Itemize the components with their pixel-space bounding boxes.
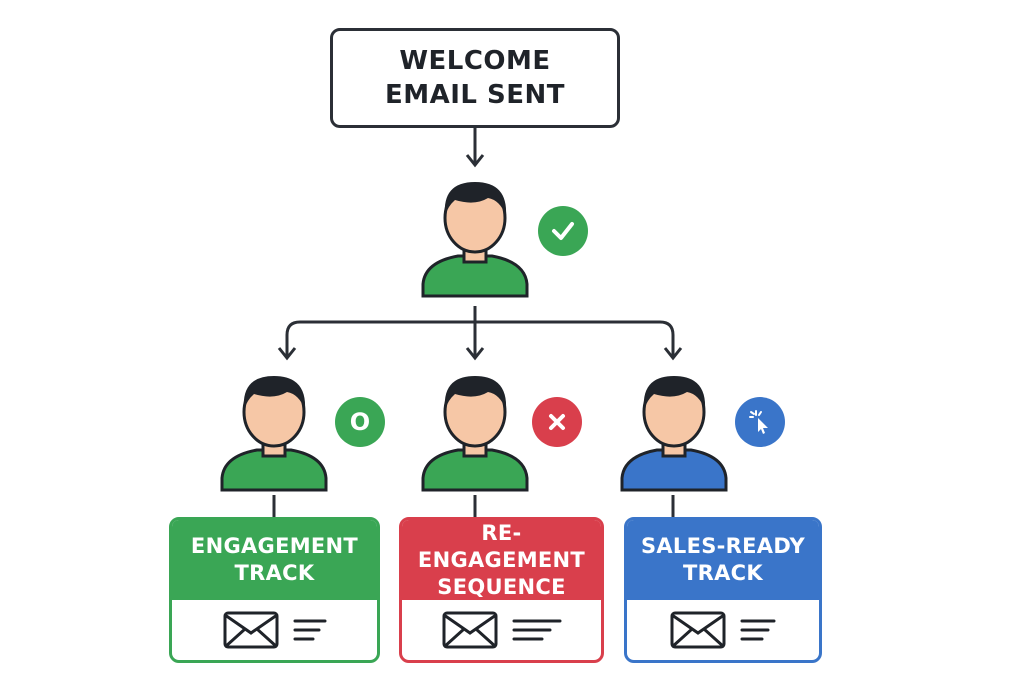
re-engagement-title: RE-ENGAGEMENT SEQUENCE — [417, 520, 586, 599]
person-engagement — [219, 370, 329, 492]
card-footer — [172, 600, 377, 660]
sales-ready-title: SALES-READY TRACK — [640, 534, 806, 585]
welcome-email-title: WELCOME EMAIL SENT — [384, 46, 566, 110]
person-re-engagement — [420, 370, 530, 492]
text-lines-icon — [293, 619, 326, 641]
branch-connector — [285, 320, 675, 358]
re-engagement-header: RE-ENGAGEMENT SEQUENCE — [402, 520, 601, 600]
engagement-badge: O — [335, 397, 385, 447]
text-lines-icon — [740, 619, 776, 641]
re-engagement-sequence-card: RE-ENGAGEMENT SEQUENCE — [399, 517, 604, 663]
circle-o-icon: O — [349, 408, 371, 436]
engagement-track-card: ENGAGEMENT TRACK — [169, 517, 380, 663]
user-icon — [421, 182, 529, 298]
sales-ready-header: SALES-READY TRACK — [627, 520, 819, 600]
envelope-icon — [442, 611, 497, 649]
user-icon — [220, 376, 328, 492]
envelope-icon — [670, 611, 726, 649]
user-icon — [620, 376, 728, 492]
user-icon — [421, 376, 529, 492]
card-footer — [627, 600, 819, 660]
card-footer — [402, 600, 601, 660]
check-badge — [538, 206, 588, 256]
top-person-avatar — [420, 176, 530, 298]
engagement-track-header: ENGAGEMENT TRACK — [172, 520, 377, 600]
click-badge — [735, 397, 785, 447]
envelope-icon — [223, 611, 278, 649]
person-sales-ready — [619, 370, 729, 492]
x-icon — [549, 414, 565, 430]
sales-ready-track-card: SALES-READY TRACK — [624, 517, 822, 663]
x-badge — [532, 397, 582, 447]
check-icon — [552, 222, 574, 240]
click-icon — [749, 410, 768, 434]
engagement-track-title: ENGAGEMENT TRACK — [190, 534, 359, 585]
welcome-email-box: WELCOME EMAIL SENT — [330, 28, 620, 128]
text-lines-icon — [512, 619, 561, 641]
